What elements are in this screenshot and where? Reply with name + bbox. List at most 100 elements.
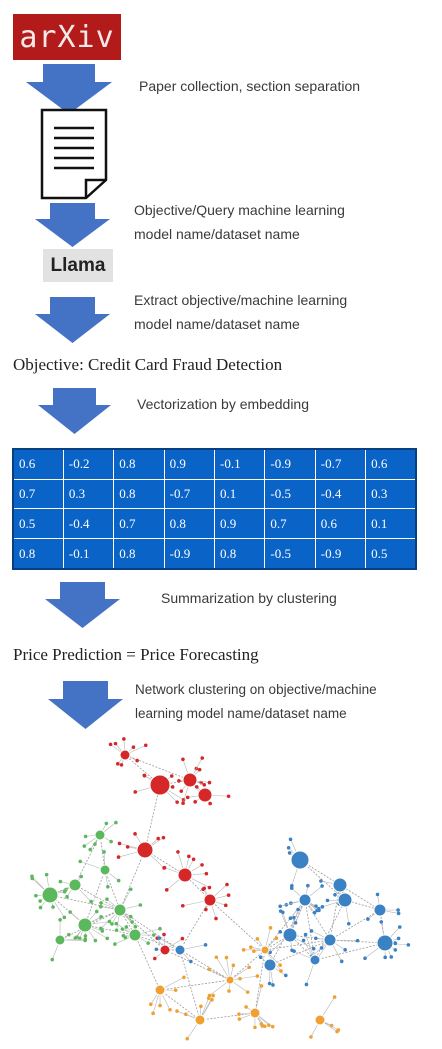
graph-leaf-node bbox=[83, 834, 88, 839]
graph-leaf-node bbox=[393, 941, 398, 945]
graph-leaf-node bbox=[207, 993, 212, 998]
matrix-cell: 0.1 bbox=[213, 478, 266, 510]
graph-hub-node bbox=[149, 774, 171, 796]
graph-leaf-node bbox=[114, 820, 118, 825]
graph-leaf-node bbox=[226, 893, 231, 897]
graph-leaf-node bbox=[164, 888, 169, 892]
graph-leaf-node bbox=[389, 955, 394, 959]
graph-leaf-node bbox=[38, 899, 42, 903]
graph-leaf-node bbox=[94, 909, 99, 914]
matrix-cell: -0.7 bbox=[314, 448, 367, 480]
graph-hub-node bbox=[323, 933, 337, 947]
graph-leaf-node bbox=[184, 1012, 188, 1017]
graph-leaf-node bbox=[278, 930, 282, 934]
down-arrow-icon bbox=[26, 64, 112, 114]
graph-leaf-node bbox=[202, 886, 207, 891]
graph-leaf-node bbox=[255, 937, 260, 941]
graph-leaf-node bbox=[180, 903, 185, 908]
matrix-cell: 0.8 bbox=[113, 538, 165, 570]
graph-leaf-node bbox=[182, 975, 186, 980]
down-arrow-icon bbox=[35, 203, 110, 247]
graph-hub-node bbox=[337, 892, 353, 908]
graph-leaf-node bbox=[50, 957, 55, 962]
graph-hub-node bbox=[54, 934, 66, 946]
matrix-cell: 0.8 bbox=[213, 538, 266, 570]
graph-hub-node bbox=[113, 903, 127, 917]
step-paper-collection: Paper collection, section separation bbox=[139, 74, 360, 98]
graph-leaf-node bbox=[157, 936, 162, 940]
graph-leaf-node bbox=[287, 851, 292, 855]
graph-leaf-node bbox=[93, 842, 97, 846]
graph-leaf-node bbox=[128, 887, 133, 892]
graph-leaf-node bbox=[274, 936, 279, 941]
graph-leaf-node bbox=[309, 929, 314, 933]
graph-leaf-node bbox=[333, 893, 337, 897]
graph-leaf-node bbox=[68, 910, 72, 914]
graph-leaf-node bbox=[396, 936, 401, 941]
graph-leaf-node bbox=[249, 945, 253, 949]
graph-leaf-node bbox=[319, 946, 324, 950]
graph-leaf-node bbox=[193, 800, 197, 804]
graph-hub-node bbox=[177, 867, 193, 883]
graph-hub-node bbox=[68, 878, 82, 892]
graph-leaf-node bbox=[237, 1017, 242, 1021]
graph-leaf-node bbox=[208, 801, 212, 806]
step-line: Summarization by clustering bbox=[161, 590, 337, 606]
step-vectorization: Vectorization by embedding bbox=[137, 392, 309, 416]
graph-hub-node bbox=[128, 928, 142, 942]
graph-leaf-node bbox=[259, 984, 264, 988]
step-line: Objective/Query machine learning bbox=[134, 202, 345, 218]
graph-leaf-node bbox=[161, 835, 166, 840]
step-line: Network clustering on objective/machine bbox=[135, 682, 377, 697]
graph-leaf-node bbox=[106, 884, 110, 889]
matrix-cell: 0.7 bbox=[12, 478, 64, 510]
graph-hub-node bbox=[298, 893, 312, 907]
graph-hub-node bbox=[260, 945, 270, 955]
graph-hub-node bbox=[373, 903, 387, 917]
graph-hub-node bbox=[225, 975, 235, 985]
matrix-cell: 0.3 bbox=[62, 478, 115, 510]
graph-leaf-node bbox=[317, 908, 321, 913]
graph-leaf-node bbox=[185, 795, 190, 800]
matrix-cell: 0.3 bbox=[365, 478, 417, 510]
graph-leaf-node bbox=[124, 925, 129, 929]
graph-leaf-node bbox=[325, 898, 330, 903]
graph-leaf-node bbox=[379, 920, 384, 924]
graph-leaf-node bbox=[83, 934, 88, 938]
graph-leaf-node bbox=[366, 917, 370, 921]
graph-leaf-node bbox=[320, 905, 325, 909]
graph-leaf-node bbox=[34, 893, 38, 898]
graph-leaf-node bbox=[113, 741, 118, 746]
graph-leaf-node bbox=[293, 921, 298, 925]
graph-leaf-node bbox=[99, 914, 103, 919]
graph-leaf-node bbox=[117, 841, 122, 846]
graph-leaf-node bbox=[173, 988, 178, 992]
graph-leaf-node bbox=[309, 1035, 313, 1039]
graph-leaf-node bbox=[224, 955, 229, 960]
graph-leaf-node bbox=[311, 946, 316, 951]
graph-leaf-node bbox=[142, 773, 147, 778]
graph-leaf-node bbox=[154, 947, 159, 952]
graph-hub-node bbox=[99, 864, 111, 876]
llama-label: Llama bbox=[50, 254, 106, 276]
graph-leaf-node bbox=[123, 935, 128, 940]
graph-leaf-node bbox=[278, 909, 283, 913]
graph-leaf-node bbox=[278, 963, 282, 967]
graph-leaf-node bbox=[89, 899, 93, 904]
graph-leaf-node bbox=[104, 821, 109, 826]
graph-leaf-node bbox=[88, 847, 93, 852]
graph-leaf-node bbox=[181, 801, 185, 806]
matrix-cell: 0.8 bbox=[113, 478, 165, 510]
graph-leaf-node bbox=[151, 1011, 155, 1016]
graph-leaf-node bbox=[211, 993, 215, 998]
graph-leaf-node bbox=[38, 905, 43, 910]
graph-leaf-node bbox=[260, 1024, 265, 1028]
step-extract: Extract objective/machine learning model… bbox=[134, 288, 347, 336]
graph-leaf-node bbox=[204, 907, 208, 912]
matrix-cell: 0.6 bbox=[12, 448, 64, 480]
graph-leaf-node bbox=[253, 1025, 257, 1030]
graph-leaf-node bbox=[156, 836, 160, 841]
graph-leaf-node bbox=[244, 1005, 248, 1009]
